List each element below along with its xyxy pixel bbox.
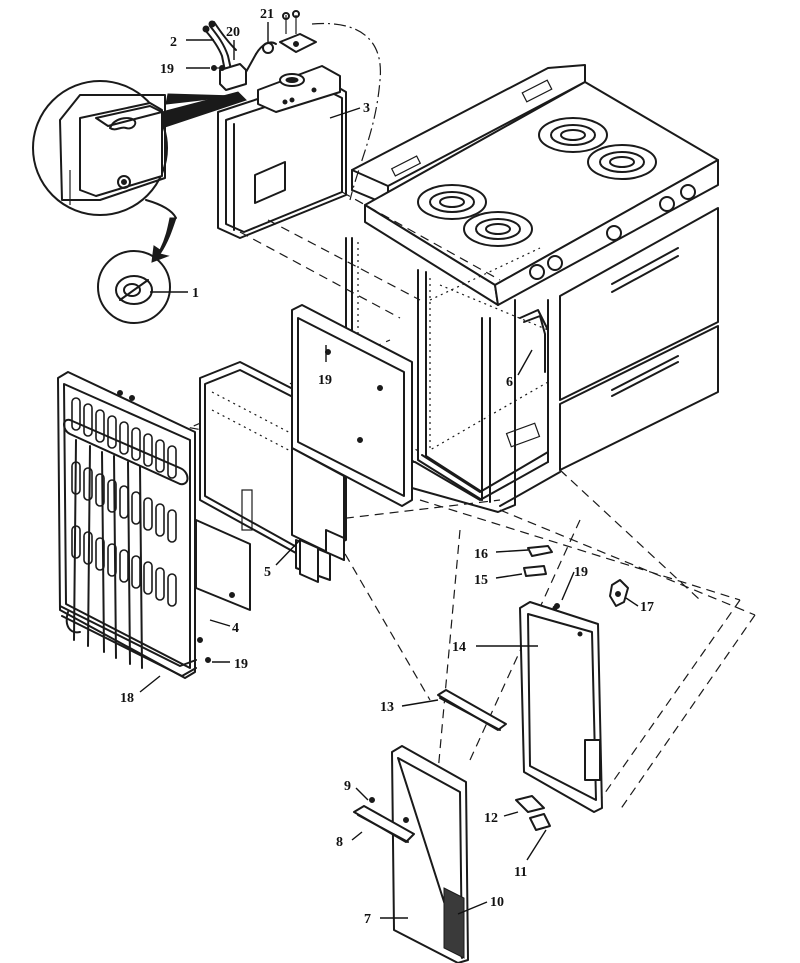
callout-7: 7 [364,912,371,927]
callout-15: 15 [474,573,488,588]
control-knobs [529,184,696,280]
callout-19-right: 19 [574,565,588,580]
heating-element [59,418,197,677]
inset-detail [32,80,247,216]
burner-left-front [463,211,533,247]
door-outer-panel [369,745,469,963]
callout-12: 12 [484,811,498,826]
rear-panel [57,371,211,679]
callout-19-top: 19 [160,62,174,77]
side-panel [291,304,413,583]
callout-21: 21 [260,7,274,22]
inset-detail-small [97,199,177,324]
callout-18: 18 [120,691,134,706]
hinge-bar [437,689,507,731]
part-6-tube [519,309,549,373]
callouts: 2 20 21 19 3 1 19 6 5 4 19 18 16 15 19 1… [120,7,654,927]
callout-2: 2 [170,35,177,50]
callout-11: 11 [514,865,527,880]
callout-13: 13 [380,700,394,715]
callout-19-mid: 19 [318,373,332,388]
burner-right-front [587,144,657,180]
callout-5: 5 [264,565,271,580]
mounting-bracket [279,10,317,53]
screw-19-top [211,65,228,71]
door-inner-panel [519,601,603,813]
callout-9: 9 [344,779,351,794]
door-handle [353,805,415,843]
callout-17: 17 [640,600,654,615]
burner-right-rear [538,117,608,153]
leader-lines [139,22,639,919]
vent-mesh [443,887,465,959]
burner-left-rear [417,184,487,220]
callout-16: 16 [474,547,488,562]
callout-19-low: 19 [234,657,248,672]
callout-1: 1 [192,286,199,301]
callout-4: 4 [232,621,239,636]
callout-8: 8 [336,835,343,850]
vent-box [217,65,347,239]
callout-6: 6 [506,375,513,390]
callout-20: 20 [226,25,240,40]
callout-3: 3 [363,101,370,116]
callout-14: 14 [452,640,466,655]
callout-10: 10 [490,895,504,910]
range-body [345,64,719,513]
hinge-parts [515,545,629,831]
